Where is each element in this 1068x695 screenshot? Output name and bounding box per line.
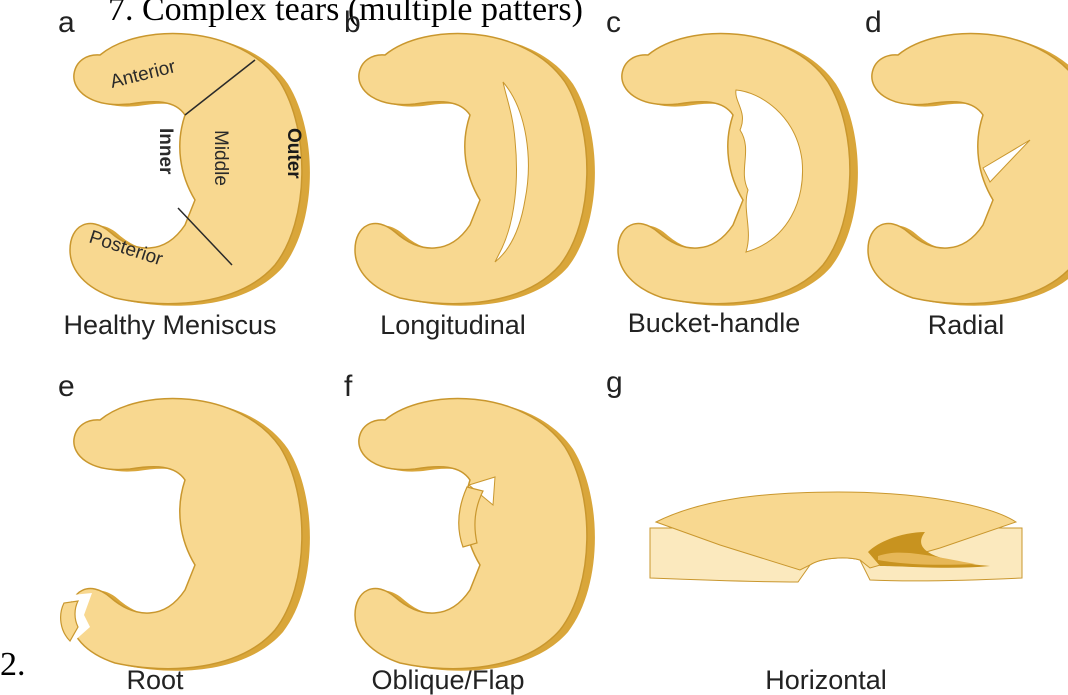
label-middle: Middle	[210, 130, 231, 186]
label-outer: Outer	[283, 128, 304, 179]
meniscus-horizontal	[650, 492, 1022, 582]
meniscus-root	[61, 398, 310, 670]
meniscus-healthy: Anterior Middle Inner Posterior Outer	[70, 33, 310, 305]
meniscus-oblique-flap	[355, 398, 595, 670]
meniscus-bucket-handle	[618, 33, 858, 305]
label-inner: Inner	[155, 128, 176, 175]
meniscus-longitudinal	[355, 33, 595, 305]
meniscus-radial	[868, 33, 1068, 305]
